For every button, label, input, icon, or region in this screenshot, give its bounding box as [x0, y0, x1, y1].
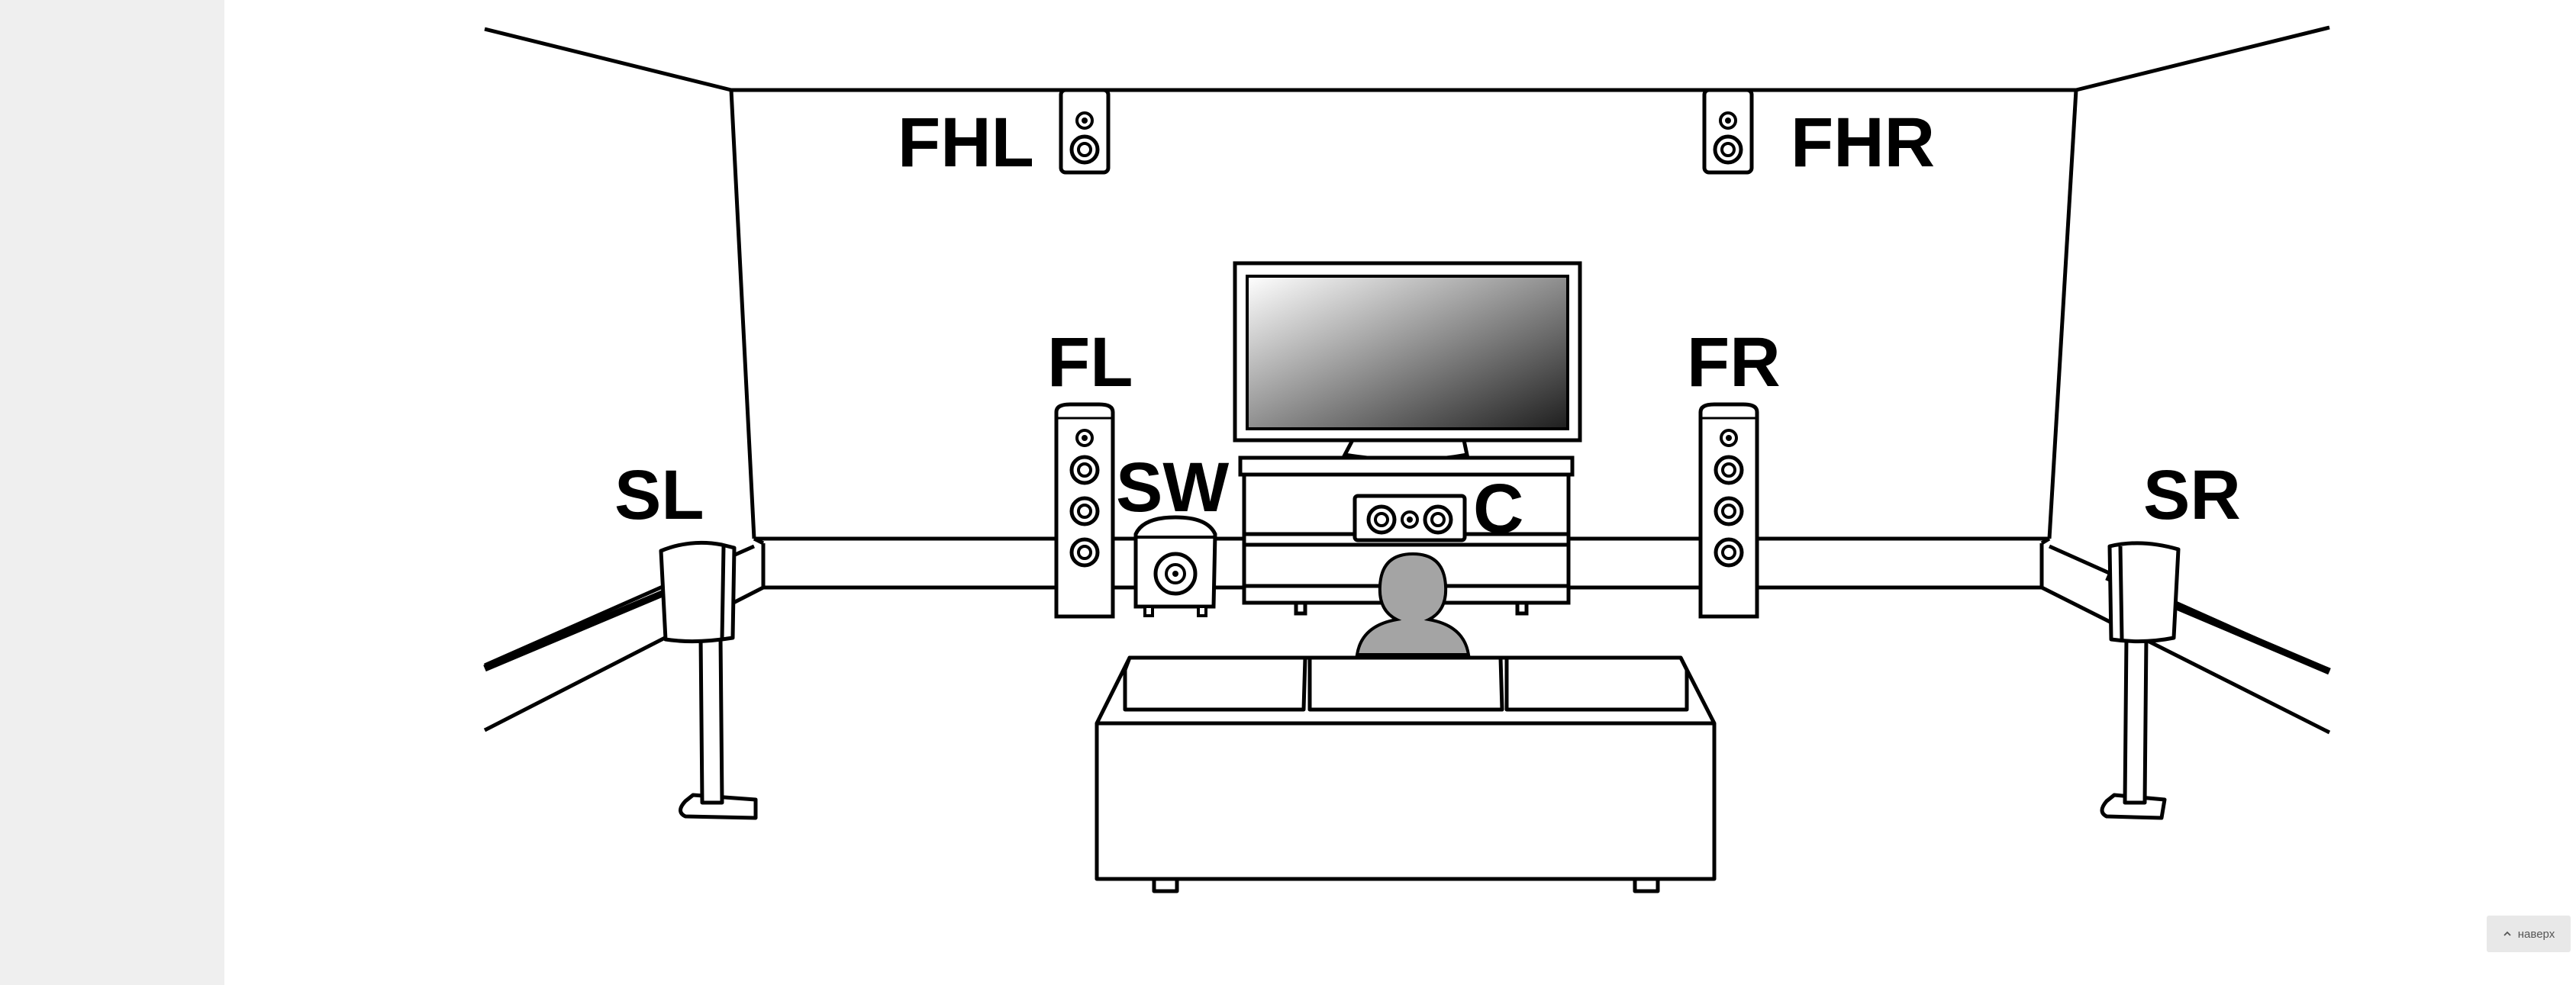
- speaker-c: [1352, 494, 1467, 542]
- label-fhr: FHR: [1791, 104, 1935, 182]
- sofa: [1095, 655, 1717, 893]
- chevron-up-icon: [2503, 931, 2511, 936]
- television: [1233, 261, 1582, 462]
- label-fl: FL: [1047, 324, 1133, 401]
- speaker-sr: [2100, 541, 2181, 820]
- speaker-fhr: [1702, 88, 1754, 175]
- label-fhl: FHL: [898, 104, 1034, 182]
- back-to-top-button[interactable]: наверх: [2487, 916, 2571, 952]
- left-sidebar: [0, 0, 224, 985]
- speaker-sl: [659, 540, 758, 820]
- speaker-fhl: [1059, 88, 1111, 175]
- speaker-layout-diagram: FHL FHR FL FR SW C SL SR: [483, 25, 2331, 893]
- back-to-top-label: наверх: [2517, 927, 2555, 941]
- speaker-sw: [1133, 515, 1217, 617]
- label-sw: SW: [1116, 449, 1229, 526]
- label-sr: SR: [2143, 456, 2241, 534]
- label-sl: SL: [614, 456, 704, 534]
- label-c: C: [1473, 470, 1523, 548]
- speaker-fl: [1054, 402, 1115, 619]
- label-fr: FR: [1687, 324, 1781, 401]
- listener-silhouette: [1355, 552, 1471, 656]
- speaker-fr: [1698, 402, 1759, 619]
- main-content: FHL FHR FL FR SW C SL SR: [224, 0, 2576, 985]
